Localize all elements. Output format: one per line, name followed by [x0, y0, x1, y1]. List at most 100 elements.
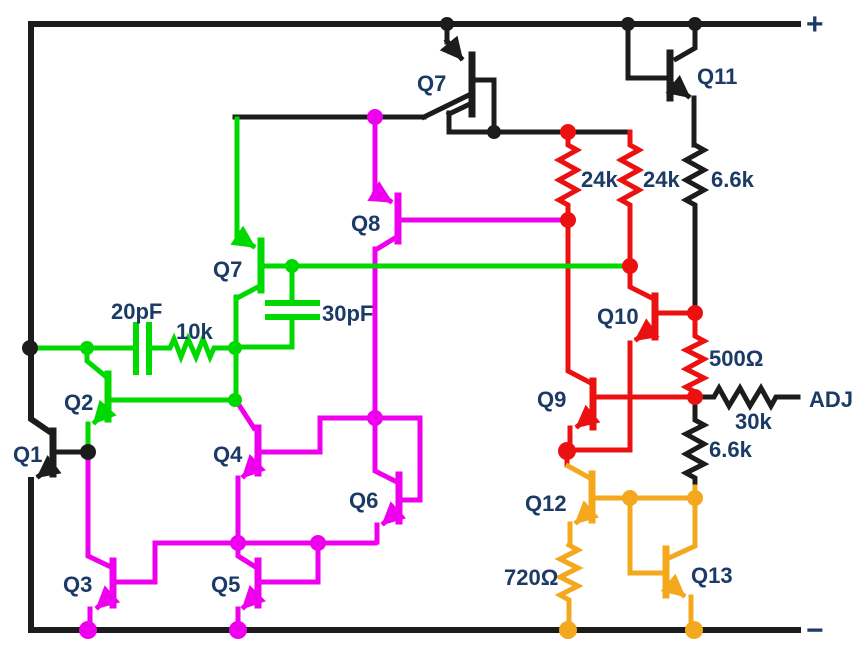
q1-emitter-arrow [35, 454, 62, 480]
q12-emitter-arrow [573, 500, 600, 526]
q7b-collector-diag-1 [420, 91, 473, 121]
q12-collector-diag [564, 462, 592, 481]
junction-dot [622, 490, 638, 506]
q3-label: Q3 [63, 572, 92, 597]
r720-label: 720Ω [504, 565, 558, 590]
q7-green-label: Q7 [213, 257, 242, 282]
r500-label: 500Ω [709, 346, 763, 371]
r10k-label: 10k [176, 319, 213, 344]
q8-collector-wire [372, 234, 399, 420]
q4-base-path [258, 415, 376, 455]
q10-emitter-arrow [633, 318, 660, 343]
q9-emitter-arrow [574, 404, 601, 430]
r24k-left-label: 24k [581, 167, 618, 192]
q12-label: Q12 [525, 491, 567, 516]
q7b-emitter-arrow [439, 35, 465, 62]
junction-dot [688, 17, 702, 31]
terminal-plus-label: + [806, 8, 824, 41]
q2-emitter-arrow [91, 399, 117, 426]
red-network [553, 129, 710, 468]
terminal-minus-label: − [806, 614, 824, 647]
junction-dot [80, 341, 94, 355]
q6-emitter-arrow [380, 501, 407, 527]
junction-dot [80, 444, 96, 460]
resistor-720 [554, 541, 584, 631]
orange-network [554, 462, 698, 631]
q3-base-path [113, 540, 158, 585]
resistor-6k6-mid [680, 396, 710, 490]
q4-label: Q4 [213, 442, 243, 467]
q4-collector-diag [233, 398, 258, 432]
q7b-collector-loop-and-feed [446, 77, 633, 135]
junction-dot [367, 109, 383, 125]
q6-base-loop [374, 415, 423, 503]
q13-collector-path [667, 496, 698, 561]
q7b-collector-diag-2 [445, 100, 474, 118]
junction-dot [22, 340, 38, 356]
resistor-10k [149, 332, 239, 364]
junction-dot [230, 535, 246, 551]
q13-label: Q13 [691, 563, 733, 588]
q10-label: Q10 [597, 304, 639, 329]
junction-dot [687, 305, 703, 321]
q11-collector-path [672, 21, 698, 63]
labels: + − ADJ Q7 Q11 24k 24k 6.6k Q8 Q7 20pF 1… [13, 8, 853, 647]
left-rail-upper-q1-collector [28, 21, 55, 437]
junction-dot [685, 621, 703, 639]
r30k-label: 30k [735, 409, 772, 434]
terminal-adj-label: ADJ [809, 387, 853, 412]
magenta-network [85, 116, 568, 631]
junction-dot [687, 389, 703, 405]
junction-dot [487, 125, 501, 139]
junction-dots-red [558, 124, 703, 460]
resistor-6k6-top [680, 141, 710, 314]
q1-label: Q1 [13, 442, 42, 467]
r6k6-mid-label: 6.6k [709, 437, 753, 462]
junction-dot [79, 621, 97, 639]
junction-dot [559, 621, 577, 639]
q4-emitter-arrow [240, 454, 266, 480]
q5-base-path [258, 542, 321, 585]
q5-emitter-arrow [240, 585, 266, 611]
junction-dot [687, 490, 703, 506]
q5-label: Q5 [211, 572, 240, 597]
q13-emitter-arrow [660, 573, 687, 599]
junction-dot [367, 410, 383, 426]
q3-collector-path [85, 450, 113, 570]
resistor-24k-left-and-q9-collector [553, 129, 593, 386]
junction-dot [228, 341, 242, 355]
junction-dot [228, 393, 242, 407]
junction-dot [560, 212, 576, 228]
resistor-500 [680, 312, 710, 400]
junction-dot [622, 258, 638, 274]
q6-collector-path [372, 416, 399, 485]
junction-dot [310, 535, 326, 551]
resistor-24k-right [615, 129, 645, 269]
q11-base-path [625, 21, 669, 81]
c30pf-label: 30pF [322, 301, 373, 326]
r24k-right-label: 24k [643, 167, 680, 192]
r6k6-top-label: 6.6k [711, 167, 755, 192]
junction-dot [560, 124, 576, 140]
q9-label: Q9 [537, 387, 566, 412]
q13-base-path [627, 496, 666, 576]
q3-emitter-arrow [94, 585, 121, 611]
c20pf-label: 20pF [111, 299, 162, 324]
green-network [30, 116, 630, 453]
q6-label: Q6 [349, 488, 378, 513]
q8-emitter-arrow [367, 181, 394, 205]
junction-dot [440, 17, 454, 31]
junction-dot [558, 442, 576, 460]
junction-dot [229, 621, 247, 639]
q11-label: Q11 [697, 64, 737, 89]
junction-dots-green [80, 259, 299, 407]
q7g-emitter-arrow [230, 225, 257, 250]
cap-30pf-bottom-return [234, 316, 295, 350]
junction-dots-orange [559, 490, 703, 639]
junction-dots-magenta [79, 109, 383, 639]
q8-label: Q8 [351, 211, 380, 236]
junction-dot [621, 17, 635, 31]
q7-black-label: Q7 [417, 71, 446, 96]
